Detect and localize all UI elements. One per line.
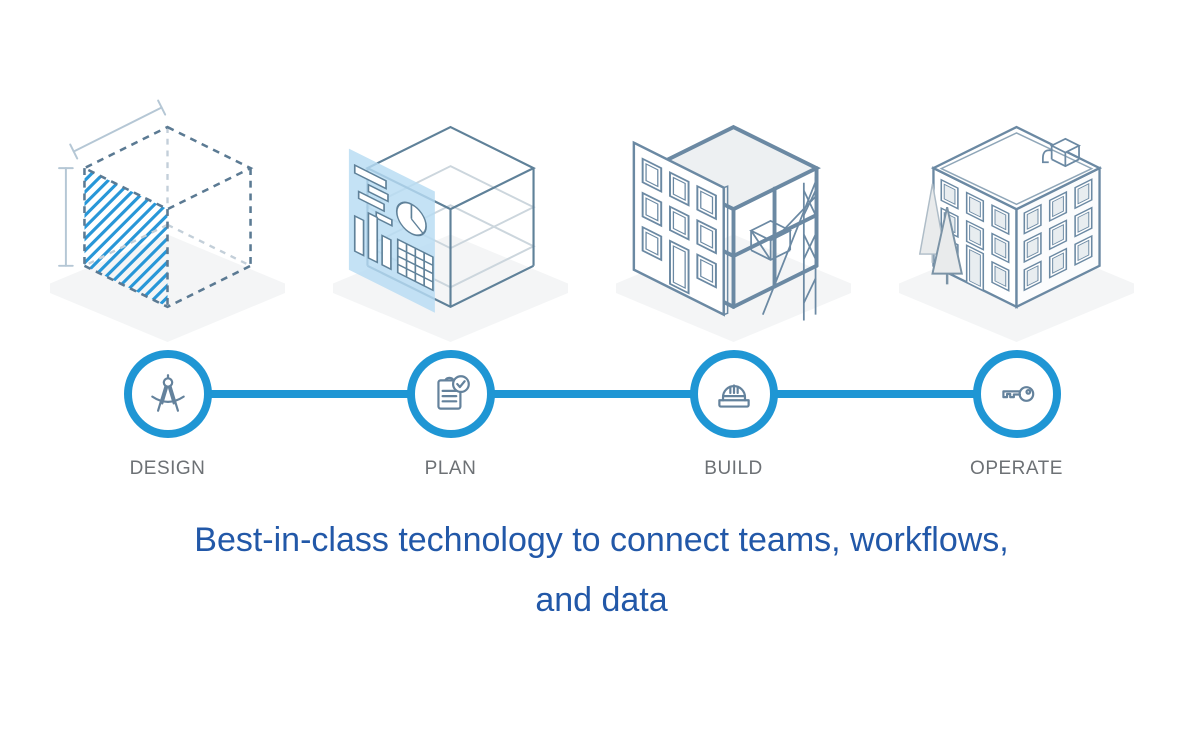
plan-illustration (333, 125, 568, 342)
build-step-circle (689, 350, 778, 438)
stage-label-build: BUILD (704, 458, 763, 479)
stage-operate: OPERATE (875, 88, 1158, 480)
operate-illustration (899, 125, 1134, 342)
process-flow: DESIGN (26, 88, 1158, 480)
stage-label-operate: OPERATE (970, 458, 1063, 479)
page-title: Best-in-class technology to connect team… (0, 510, 1203, 630)
stage-plan: PLAN (309, 88, 592, 480)
stage-label-design: DESIGN (129, 458, 206, 479)
trees (918, 183, 964, 285)
stage-connector-line (167, 390, 1016, 398)
stage-design: DESIGN (26, 88, 309, 480)
build-illustration (616, 124, 851, 342)
hard-hat-icon (717, 384, 750, 408)
key-icon (1001, 386, 1034, 402)
operate-step-circle (972, 350, 1061, 438)
design-illustration (50, 99, 285, 342)
stage-build: BUILD (592, 88, 875, 480)
headline-line-2: and data (535, 581, 668, 619)
drafting-compass-icon (150, 374, 185, 412)
clipboard-check-icon (436, 375, 470, 410)
plan-step-circle (406, 350, 495, 438)
stage-label-plan: PLAN (424, 458, 477, 479)
design-step-circle (123, 350, 212, 438)
headline-line-1: Best-in-class technology to connect team… (194, 521, 1009, 559)
